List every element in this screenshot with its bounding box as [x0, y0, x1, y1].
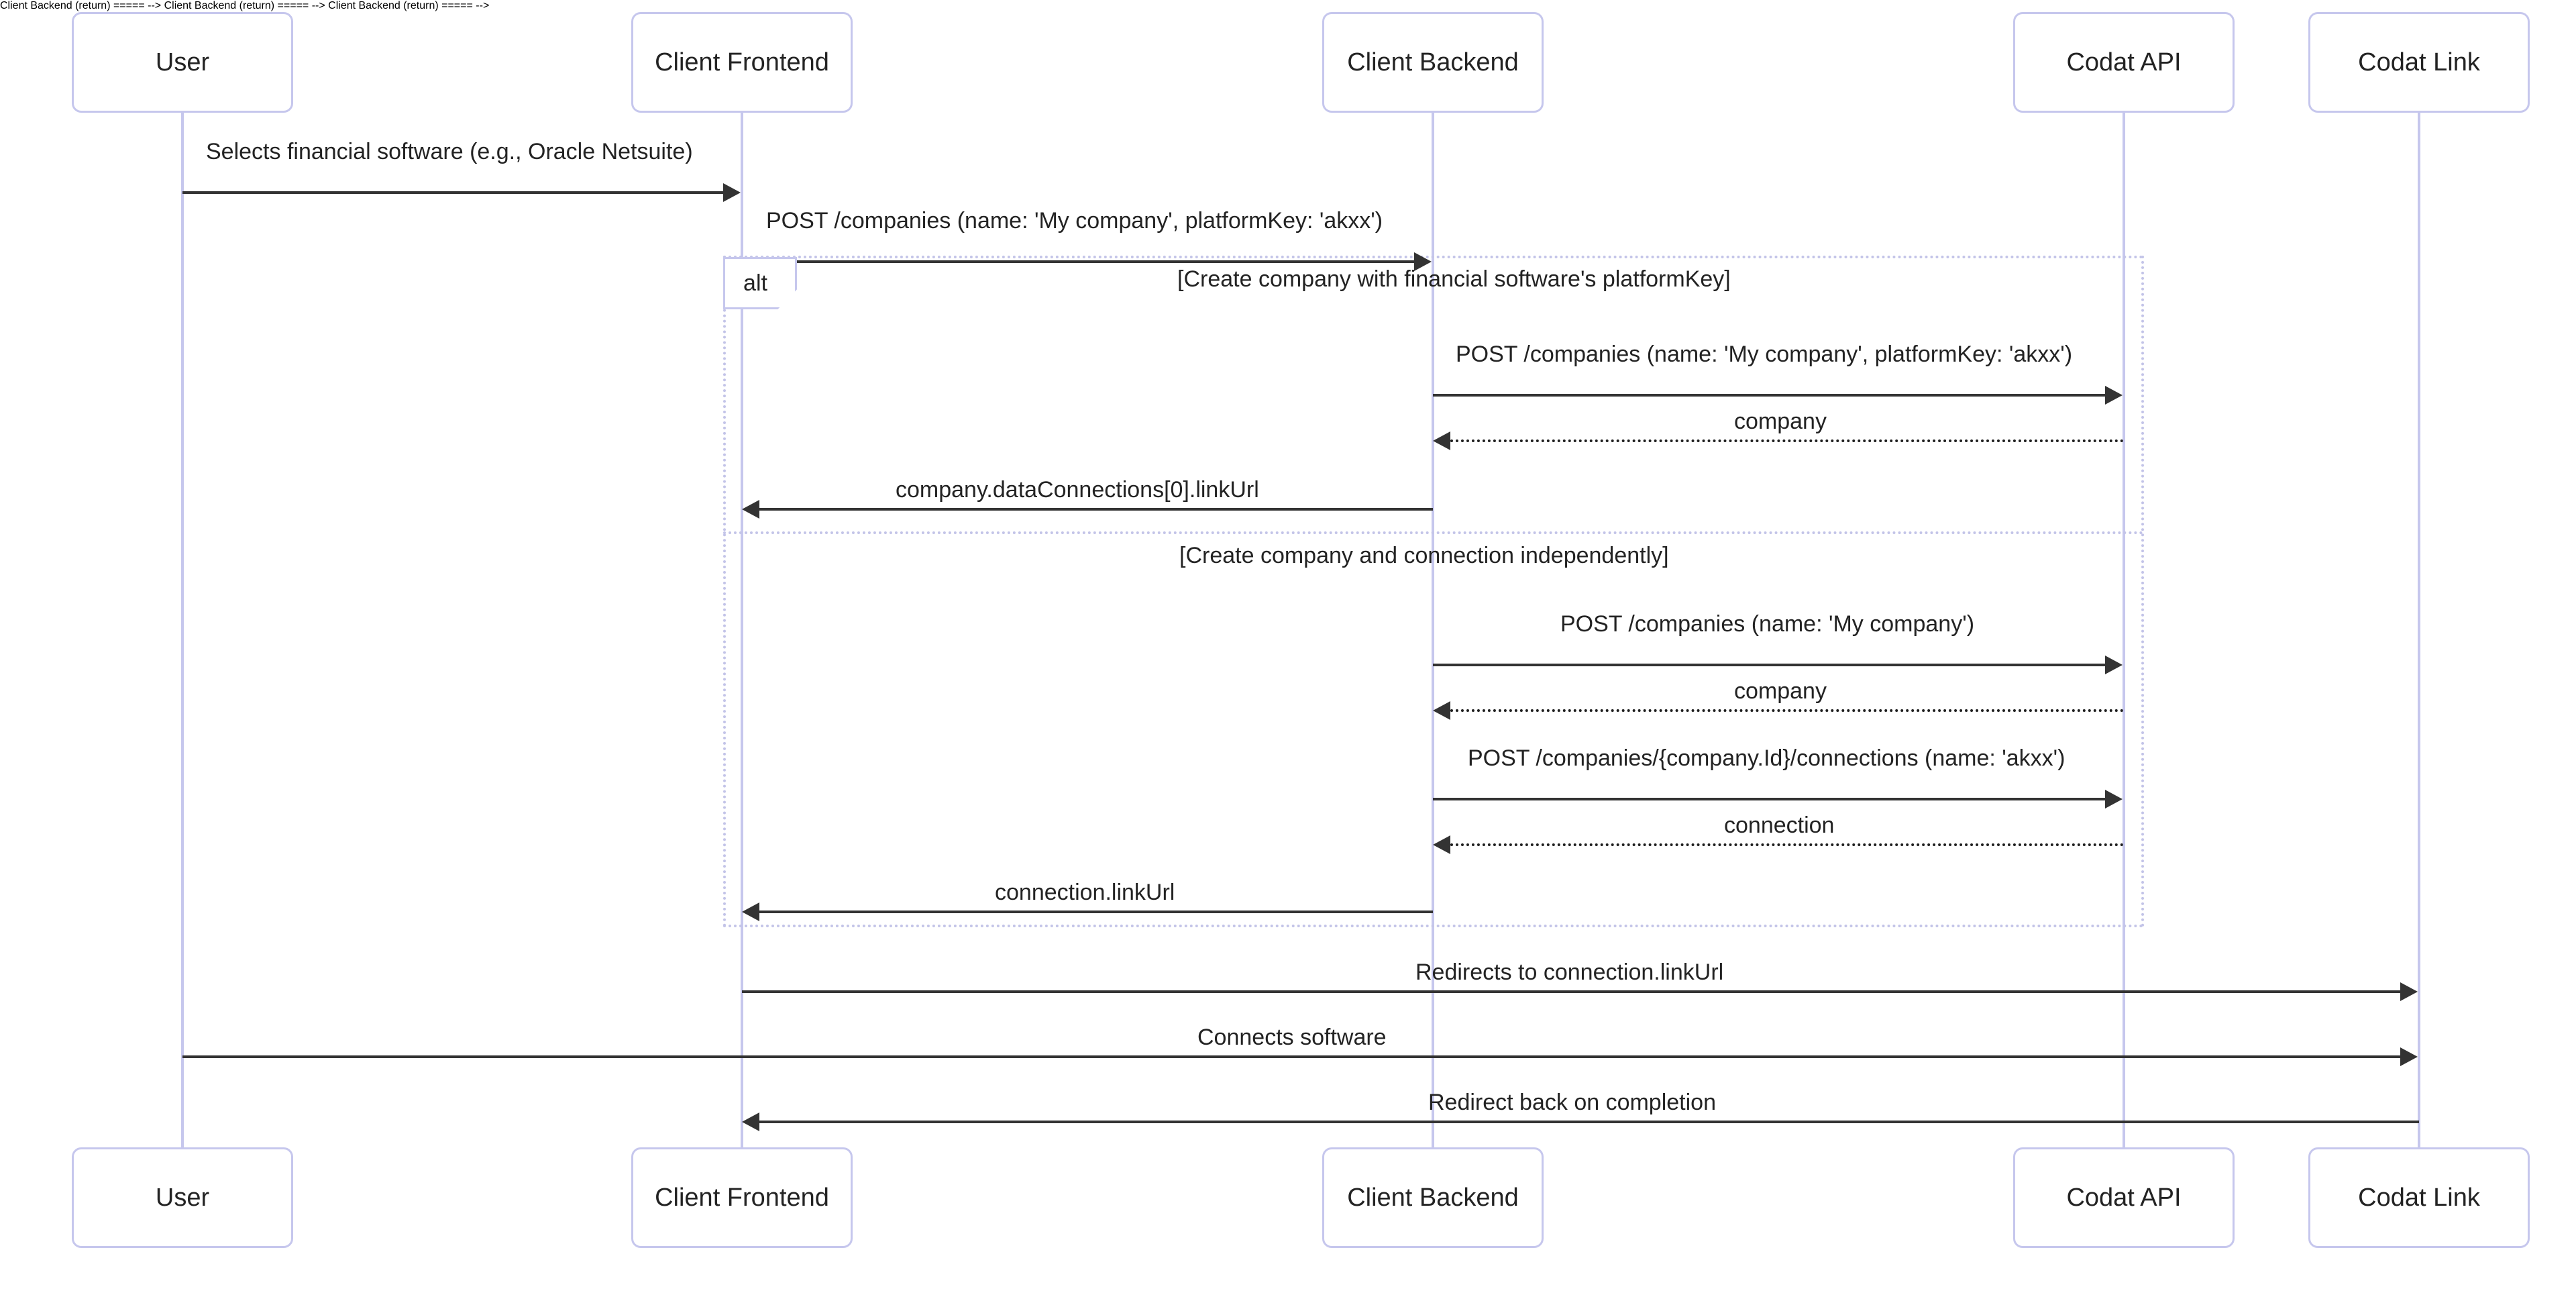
alt-tag-box: alt — [723, 257, 797, 309]
message-line-m5 — [759, 508, 1433, 511]
message-line-m11 — [742, 990, 2400, 993]
message-label-m8: POST /companies/{company.Id}/connections… — [1468, 745, 2065, 771]
participant-bottom-client-frontend[interactable]: Client Frontend — [631, 1147, 853, 1248]
participant-label-client-backend: Client Backend — [1347, 48, 1519, 76]
participant-label-codat-link-bottom: Codat Link — [2358, 1184, 2480, 1212]
participant-bottom-codat-api[interactable]: Codat API — [2013, 1147, 2235, 1248]
participant-label-client-frontend: Client Frontend — [655, 48, 829, 76]
message-line-m9 — [1450, 843, 2124, 846]
message-line-m3 — [1433, 394, 2105, 397]
message-arrowhead-m10 — [742, 902, 759, 921]
message-label-m11: Redirects to connection.linkUrl — [1415, 959, 1724, 985]
message-arrowhead-m11 — [2400, 982, 2418, 1001]
lifeline-user — [181, 113, 184, 1147]
message-label-m9: connection — [1724, 813, 1835, 838]
message-arrowhead-m3 — [2105, 386, 2123, 405]
message-label-m3: POST /companies (name: 'My company', pla… — [1456, 342, 2073, 367]
message-label-m6: POST /companies (name: 'My company') — [1560, 611, 1975, 637]
alt-branch-1-condition: [Create company with financial software'… — [1177, 266, 1731, 292]
participant-label-user-bottom: User — [155, 1184, 210, 1212]
participant-label-codat-api-bottom: Codat API — [2066, 1184, 2182, 1212]
message-arrowhead-m12 — [2400, 1047, 2418, 1066]
message-label-m1: Selects financial software (e.g., Oracle… — [206, 139, 693, 164]
message-line-m2 — [742, 260, 1414, 263]
message-arrowhead-m13 — [742, 1112, 759, 1131]
message-line-m6 — [1433, 664, 2105, 666]
participant-top-client-frontend[interactable]: Client Frontend — [631, 12, 853, 113]
message-arrowhead-m8 — [2105, 790, 2123, 809]
message-label-m7: company — [1734, 678, 1827, 704]
participant-top-codat-api[interactable]: Codat API — [2013, 12, 2235, 113]
participant-label-user: User — [155, 48, 210, 76]
message-line-m12 — [182, 1055, 2400, 1058]
lifeline-codat-api — [2123, 113, 2125, 1147]
message-line-m10 — [759, 911, 1433, 913]
message-line-m7 — [1450, 709, 2124, 712]
message-line-m1 — [182, 191, 723, 194]
message-arrowhead-m6 — [2105, 656, 2123, 674]
message-label-m4: company — [1734, 409, 1827, 434]
message-arrowhead-m9 — [1433, 835, 1450, 854]
lifeline-client-backend — [1432, 113, 1434, 1147]
message-arrowhead-m1 — [723, 183, 741, 202]
participant-bottom-codat-link[interactable]: Codat Link — [2308, 1147, 2530, 1248]
participant-label-client-frontend-bottom: Client Frontend — [655, 1184, 829, 1212]
message-label-m5: company.dataConnections[0].linkUrl — [896, 477, 1259, 503]
participant-label-codat-link: Codat Link — [2358, 48, 2480, 76]
participant-label-client-backend-bottom: Client Backend — [1347, 1184, 1519, 1212]
lifeline-client-frontend — [741, 113, 743, 1147]
alt-branch-divider — [723, 531, 2144, 534]
alt-tag-label: alt — [743, 270, 767, 296]
participant-top-user[interactable]: User — [72, 12, 293, 113]
message-line-m4 — [1450, 439, 2124, 442]
participant-top-client-backend[interactable]: Client Backend — [1322, 12, 1544, 113]
message-label-m10: connection.linkUrl — [995, 880, 1175, 905]
message-label-m13: Redirect back on completion — [1428, 1090, 1717, 1115]
message-line-m8 — [1433, 798, 2105, 800]
participant-top-codat-link[interactable]: Codat Link — [2308, 12, 2530, 113]
participant-bottom-user[interactable]: User — [72, 1147, 293, 1248]
message-arrowhead-m4 — [1433, 431, 1450, 450]
message-arrowhead-m7 — [1433, 701, 1450, 720]
message-label-m12: Connects software — [1197, 1025, 1387, 1050]
message-line-m13 — [759, 1121, 2419, 1123]
alt-branch-2-condition: [Create company and connection independe… — [1179, 543, 1669, 568]
message-arrowhead-m2 — [1414, 252, 1432, 271]
message-label-m2: POST /companies (name: 'My company', pla… — [766, 208, 1383, 233]
message-arrowhead-m5 — [742, 500, 759, 519]
participant-bottom-client-backend[interactable]: Client Backend — [1322, 1147, 1544, 1248]
lifeline-codat-link — [2418, 113, 2420, 1147]
participant-label-codat-api: Codat API — [2066, 48, 2182, 76]
alt-fragment-frame — [723, 256, 2144, 927]
